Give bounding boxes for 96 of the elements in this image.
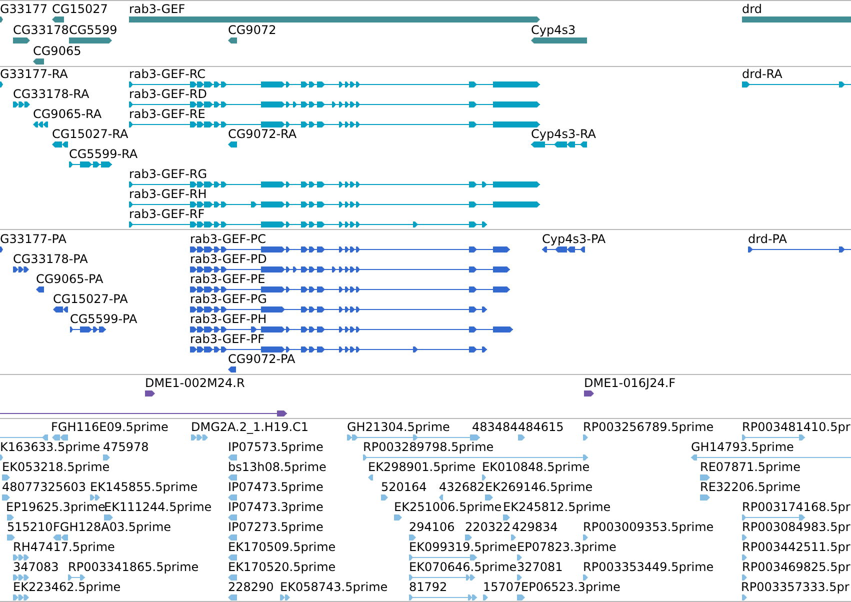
gene-name: CG9072 (228, 22, 276, 36)
gene-name: CG33178 (13, 22, 69, 36)
est-name: RP003174168.5pr (742, 500, 850, 514)
est-name: RP003353449.5prime (583, 560, 714, 574)
est-name: IP07473.3prime (228, 500, 324, 514)
gene-name: Cyp4s3 (531, 22, 576, 36)
est-name: 429834 (512, 520, 558, 534)
protein-name: rab3-GEF-PD (190, 252, 267, 266)
est-name: bs13h08.5prime (228, 460, 326, 474)
est-name: EK111244.5prime (104, 500, 212, 514)
est-name: EP07823.3prime (517, 540, 616, 554)
transcript-name: G33177-RA (0, 67, 68, 81)
est-name: RE32206.5prime (700, 480, 800, 494)
transcript-name: rab3-GEF-RD (129, 87, 207, 101)
gene-name: rab3-GEF (129, 2, 186, 16)
transcript-name: rab3-GEF-RC (129, 67, 206, 81)
est-name: RP003084983.5pr (742, 520, 850, 534)
est-name: RE07871.5prime (700, 460, 800, 474)
est-name: 15707 (483, 580, 522, 594)
est-name: RP003481410.5pr (742, 420, 850, 434)
est-name: RP003469825.5pr (742, 560, 850, 574)
est-name: EK145855.5prime (90, 480, 198, 494)
transcript-name: rab3-GEF-RF (129, 207, 205, 221)
est-name: EK053218.5prime (2, 460, 110, 474)
est-name: EK170520.5prime (228, 560, 336, 574)
est-name: FGH116E09.5prime (51, 420, 168, 434)
est-name: RP003289798.5prime (363, 440, 494, 454)
transcript-name: CG5599-RA (69, 147, 138, 161)
est-name: EK245812.5prime (503, 500, 611, 514)
est-name: EK058743.5prime (280, 580, 388, 594)
est-name: EP06523.3prime (521, 580, 620, 594)
est-name: RP003009353.5prime (583, 520, 714, 534)
est-name: IP07573.5prime (228, 440, 324, 454)
clone-end-name: DME1-016J24.F (584, 376, 676, 390)
est-name: 228290 (228, 580, 274, 594)
est-name: RH47417.5prime (13, 540, 115, 554)
est-name: EK010848.5prime (482, 460, 590, 474)
est-name: EK170509.5prime (228, 540, 336, 554)
est-name: EK251006.5prime (394, 500, 502, 514)
est-name: 220322 (465, 520, 511, 534)
est-name: 327081 (517, 560, 563, 574)
transcript-name: rab3-GEF-RG (129, 167, 208, 181)
est-name: GH14793.5prime (691, 440, 794, 454)
transcript-name: Cyp4s3-RA (531, 127, 596, 141)
transcript-name: drd-RA (742, 67, 782, 81)
protein-name: rab3-GEF-PC (190, 232, 266, 246)
transcript-name: CG33178-RA (13, 87, 90, 101)
protein-name: Cyp4s3-PA (542, 232, 606, 246)
est-name: RP003442511.5pr (742, 540, 850, 554)
est-name: 81792 (409, 580, 448, 594)
protein-name: rab3-GEF-PG (190, 292, 267, 306)
transcript-name: rab3-GEF-RH (129, 187, 207, 201)
protein-name: G33177-PA (0, 232, 66, 246)
protein-name: drd-PA (748, 232, 787, 246)
gene-name: drd (742, 2, 762, 16)
est-name: EK223462.5prime (13, 580, 121, 594)
transcript-name: CG9072-RA (228, 127, 297, 141)
est-name: EK070646.5prime (409, 560, 517, 574)
transcript-name: rab3-GEF-RE (129, 107, 206, 121)
est-name: 294106 (409, 520, 455, 534)
gene-name: CG9065 (33, 44, 82, 58)
est-name: RP003357333.5pr (741, 580, 850, 594)
est-name: 475978 (103, 440, 149, 454)
est-name: EK298901.5prime (368, 460, 476, 474)
est-name: 520164 (381, 480, 427, 494)
est-name: 483484 (472, 420, 518, 434)
est-name: FGH128A03.5prime (53, 520, 172, 534)
est-name: 432682 (439, 480, 485, 494)
est-name: 48077325603 (2, 480, 86, 494)
est-name: EP19625.3prime (6, 500, 106, 514)
est-name: 347083 (13, 560, 59, 574)
protein-name: CG15027-PA (53, 292, 128, 306)
est-name: IP07273.5prime (228, 520, 324, 534)
protein-name: rab3-GEF-PH (190, 312, 267, 326)
est-name: RP003256789.5prime (583, 420, 714, 434)
gene-name: CG5599 (69, 22, 118, 36)
protein-name: rab3-GEF-PE (190, 272, 266, 286)
est-name: 484615 (518, 420, 564, 434)
gene-name: G33177 (0, 2, 48, 16)
protein-name: CG9065-PA (36, 272, 104, 286)
gene-name: CG15027 (52, 2, 108, 16)
est-name: EK269146.5prime (485, 480, 593, 494)
est-name: DMG2A.2_1.H19.C1 (191, 420, 309, 434)
protein-name: rab3-GEF-PF (190, 332, 265, 346)
clone-end-name: DME1-002M24.R (145, 376, 245, 390)
protein-name: CG33178-PA (13, 252, 88, 266)
transcript-name: CG15027-RA (52, 127, 128, 141)
est-name: GH21304.5prime (347, 420, 450, 434)
est-name: EK099319.5prime (409, 540, 517, 554)
protein-name: CG9072-PA (228, 352, 296, 366)
est-name: K163633.5prime (0, 440, 100, 454)
transcript-name: CG9065-RA (33, 107, 102, 121)
protein-name: CG5599-PA (70, 312, 138, 326)
est-name: RP003341865.5prime (68, 560, 199, 574)
est-name: IP07473.5prime (228, 480, 324, 494)
est-name: 515210 (7, 520, 53, 534)
